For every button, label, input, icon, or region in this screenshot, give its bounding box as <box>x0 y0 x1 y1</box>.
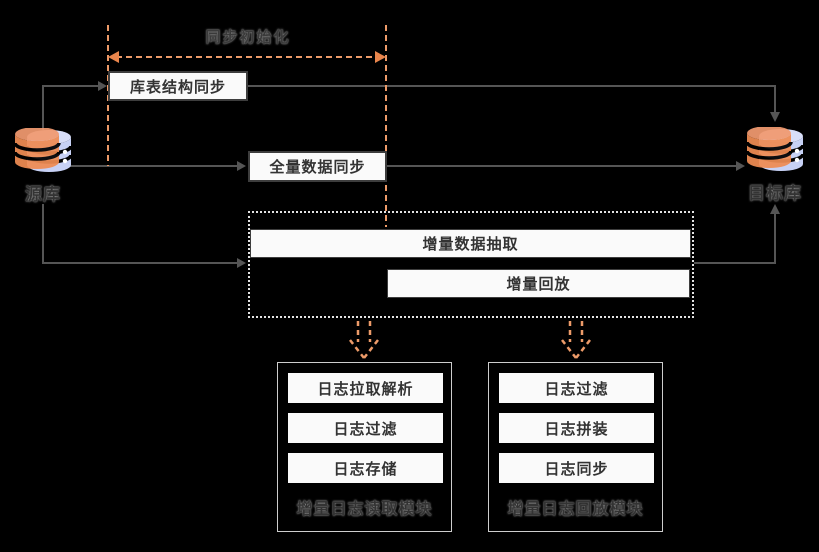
init-phase-arrow-right <box>375 51 386 63</box>
step-log-pull-parse: 日志拉取解析 <box>288 373 443 403</box>
module-log-replayer-label: 增量日志回放模块 <box>507 499 644 518</box>
init-phase-arrowheads <box>108 51 386 63</box>
step-log-filter: 日志过滤 <box>288 413 443 443</box>
flow-source-to-schema-line <box>42 85 98 130</box>
arrowhead-into-target-bottom <box>770 204 780 214</box>
arrowhead-into-incremental <box>237 258 246 268</box>
source-database-label: 源库 <box>25 185 61 205</box>
flow-source-to-incremental-line <box>42 204 237 264</box>
step-log-assemble: 日志拼装 <box>499 413 654 443</box>
target-database: 目标库 <box>744 126 806 204</box>
module-log-replayer: 日志过滤 日志拼装 日志同步 增量日志回放模块 <box>488 362 663 532</box>
init-phase-arrow-left <box>108 51 119 63</box>
step-log-filter: 日志过滤 <box>499 373 654 403</box>
arrowhead-into-target-top <box>770 112 780 122</box>
step-log-store: 日志存储 <box>288 453 443 483</box>
step-log-sync: 日志同步 <box>499 453 654 483</box>
box-incremental-replay: 增量回放 <box>387 269 690 298</box>
arrowhead-into-full <box>237 161 246 171</box>
database-icon <box>745 126 805 177</box>
arrowhead-into-schema <box>98 81 107 91</box>
flow-schema-to-target-line <box>248 85 776 112</box>
box-schema-sync: 库表结构同步 <box>108 71 248 101</box>
source-database: 源库 <box>12 127 74 205</box>
database-icon <box>13 127 73 178</box>
init-phase-dashed-lines <box>107 25 387 227</box>
target-database-label: 目标库 <box>748 184 802 204</box>
box-full-data-sync: 全量数据同步 <box>248 151 387 182</box>
arrow-to-replayer-module <box>561 321 591 359</box>
module-log-reader: 日志拉取解析 日志过滤 日志存储 增量日志读取模块 <box>277 362 452 532</box>
box-incremental-extract: 增量数据抽取 <box>250 229 691 258</box>
flow-replay-to-target-line <box>694 214 776 264</box>
incremental-sync-group <box>248 211 694 318</box>
init-phase-label: 同步初始化 <box>205 28 291 46</box>
arrow-to-reader-module <box>349 321 379 359</box>
module-log-reader-label: 增量日志读取模块 <box>296 499 433 518</box>
module-link-arrows <box>349 321 591 359</box>
